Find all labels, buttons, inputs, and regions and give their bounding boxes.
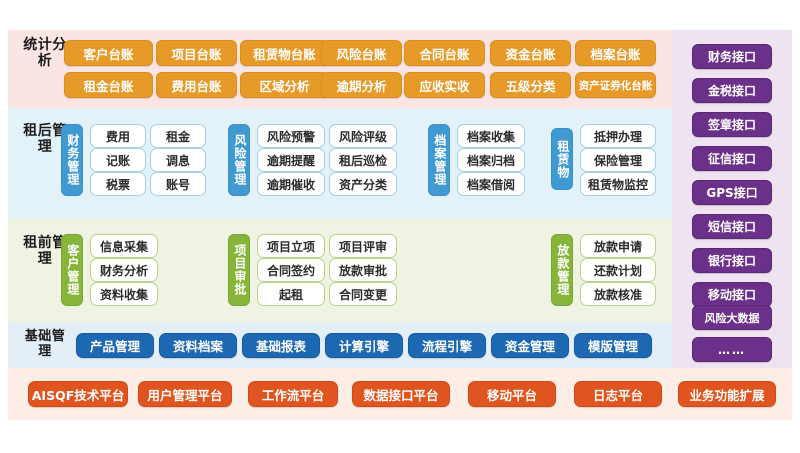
stat-button-yssc[interactable]: 应收实收 <box>404 72 485 98</box>
stat-button-fxtz[interactable]: 风险台账 <box>321 40 402 66</box>
post-item-dajy[interactable]: 档案借阅 <box>457 172 525 196</box>
post-item-fy[interactable]: 费用 <box>90 124 146 148</box>
platform-button-workflow[interactable]: 工作流平台 <box>248 381 338 407</box>
platform-button-data-interface[interactable]: 数据接口平台 <box>352 381 450 407</box>
post-group-header-risk[interactable]: 风险管理 <box>228 124 250 196</box>
stat-button-fytz[interactable]: 费用台账 <box>156 72 237 98</box>
platform-button-business-ext[interactable]: 业务功能扩展 <box>678 381 776 407</box>
stat-button-zlwtz[interactable]: 租赁物台账 <box>240 40 329 66</box>
post-item-jz[interactable]: 记账 <box>90 148 146 172</box>
post-item-bxgl[interactable]: 保险管理 <box>580 148 656 172</box>
stat-button-zczqh[interactable]: 资产证券化台账 <box>575 72 656 98</box>
pre-item-fksp[interactable]: 放款审批 <box>329 258 397 282</box>
stat-button-zjintz[interactable]: 租金台账 <box>64 72 153 98</box>
interface-button-gpsjk[interactable]: GPS接口 <box>692 180 772 205</box>
base-button-zlda[interactable]: 资料档案 <box>159 333 237 358</box>
platform-button-user[interactable]: 用户管理平台 <box>138 381 232 407</box>
post-item-tx[interactable]: 调息 <box>150 148 206 172</box>
pre-item-qz[interactable]: 起租 <box>257 282 325 306</box>
stat-button-wjfl[interactable]: 五级分类 <box>490 72 571 98</box>
base-button-cpgl[interactable]: 产品管理 <box>76 333 154 358</box>
pre-item-xmlx[interactable]: 项目立项 <box>257 234 325 258</box>
interface-button-yhjk[interactable]: 银行接口 <box>692 248 772 273</box>
base-button-lcyq[interactable]: 流程引擎 <box>408 333 486 358</box>
interface-button-zxjk[interactable]: 征信接口 <box>692 146 772 171</box>
post-item-yqcs[interactable]: 逾期催收 <box>257 172 325 196</box>
platform-button-log[interactable]: 日志平台 <box>574 381 662 407</box>
post-item-zj[interactable]: 租金 <box>150 124 206 148</box>
pre-item-hkjh[interactable]: 还款计划 <box>580 258 656 282</box>
interface-button-more[interactable]: …… <box>692 337 772 362</box>
pre-group-header-disbursement[interactable]: 放款管理 <box>551 234 573 306</box>
post-item-zhxj[interactable]: 租后巡检 <box>329 148 397 172</box>
stat-button-datz[interactable]: 档案台账 <box>575 40 656 66</box>
post-item-zlwjk[interactable]: 租赁物监控 <box>580 172 656 196</box>
post-item-dagd[interactable]: 档案归档 <box>457 148 525 172</box>
pre-item-htqy[interactable]: 合同签约 <box>257 258 325 282</box>
post-lease-row-label: 租后管理 <box>23 123 67 155</box>
base-button-mbgl[interactable]: 模版管理 <box>574 333 652 358</box>
pre-group-header-customer[interactable]: 客户管理 <box>61 234 83 306</box>
pre-item-htbg[interactable]: 合同变更 <box>329 282 397 306</box>
platform-button-aisqf[interactable]: AISQF技术平台 <box>28 381 128 407</box>
stat-button-httz[interactable]: 合同台账 <box>404 40 485 66</box>
statistics-row-label: 统计分析 <box>23 37 67 69</box>
stat-button-khtz[interactable]: 客户台账 <box>64 40 153 66</box>
post-item-zcfl[interactable]: 资产分类 <box>329 172 397 196</box>
pre-lease-row-label: 租前管理 <box>23 235 67 267</box>
interface-button-fxdsj[interactable]: 风险大数据 <box>692 305 772 330</box>
platform-button-mobile[interactable]: 移动平台 <box>468 381 556 407</box>
interface-button-cwjk[interactable]: 财务接口 <box>692 44 772 69</box>
post-item-sp[interactable]: 税票 <box>90 172 146 196</box>
pre-item-xmps[interactable]: 项目评审 <box>329 234 397 258</box>
post-item-dasj[interactable]: 档案收集 <box>457 124 525 148</box>
stat-button-yqfx[interactable]: 逾期分析 <box>321 72 402 98</box>
stat-button-zjtz[interactable]: 资金台账 <box>490 40 571 66</box>
base-button-jsyq[interactable]: 计算引擎 <box>325 333 403 358</box>
pre-group-header-project-approval[interactable]: 项目审批 <box>228 234 250 306</box>
post-item-yqtx[interactable]: 逾期提醒 <box>257 148 325 172</box>
base-button-jcbb[interactable]: 基础报表 <box>242 333 320 358</box>
pre-item-cwfx[interactable]: 财务分析 <box>90 258 158 282</box>
base-button-zjgl[interactable]: 资金管理 <box>491 333 569 358</box>
interface-button-qzjk[interactable]: 签章接口 <box>692 112 772 137</box>
interface-button-ydjk[interactable]: 移动接口 <box>692 282 772 307</box>
post-item-fxpj[interactable]: 风险评级 <box>329 124 397 148</box>
interface-button-jsjk[interactable]: 金税接口 <box>692 78 772 103</box>
post-item-fxyj[interactable]: 风险预警 <box>257 124 325 148</box>
post-group-header-archive[interactable]: 档案管理 <box>428 124 450 196</box>
pre-item-fkhz[interactable]: 放款核准 <box>580 282 656 306</box>
stat-button-qyfx[interactable]: 区域分析 <box>240 72 329 98</box>
pre-item-fksq[interactable]: 放款申请 <box>580 234 656 258</box>
base-row-label: 基础管理 <box>24 329 66 359</box>
pre-item-zlsj[interactable]: 资料收集 <box>90 282 158 306</box>
post-group-header-leased-asset[interactable]: 租赁物 <box>551 128 573 190</box>
interface-button-dxjk[interactable]: 短信接口 <box>692 214 772 239</box>
post-group-header-finance[interactable]: 财务管理 <box>61 124 83 196</box>
post-item-zh[interactable]: 账号 <box>150 172 206 196</box>
pre-item-xxcj[interactable]: 信息采集 <box>90 234 158 258</box>
stat-button-xmtz[interactable]: 项目台账 <box>156 40 237 66</box>
post-item-dybl[interactable]: 抵押办理 <box>580 124 656 148</box>
